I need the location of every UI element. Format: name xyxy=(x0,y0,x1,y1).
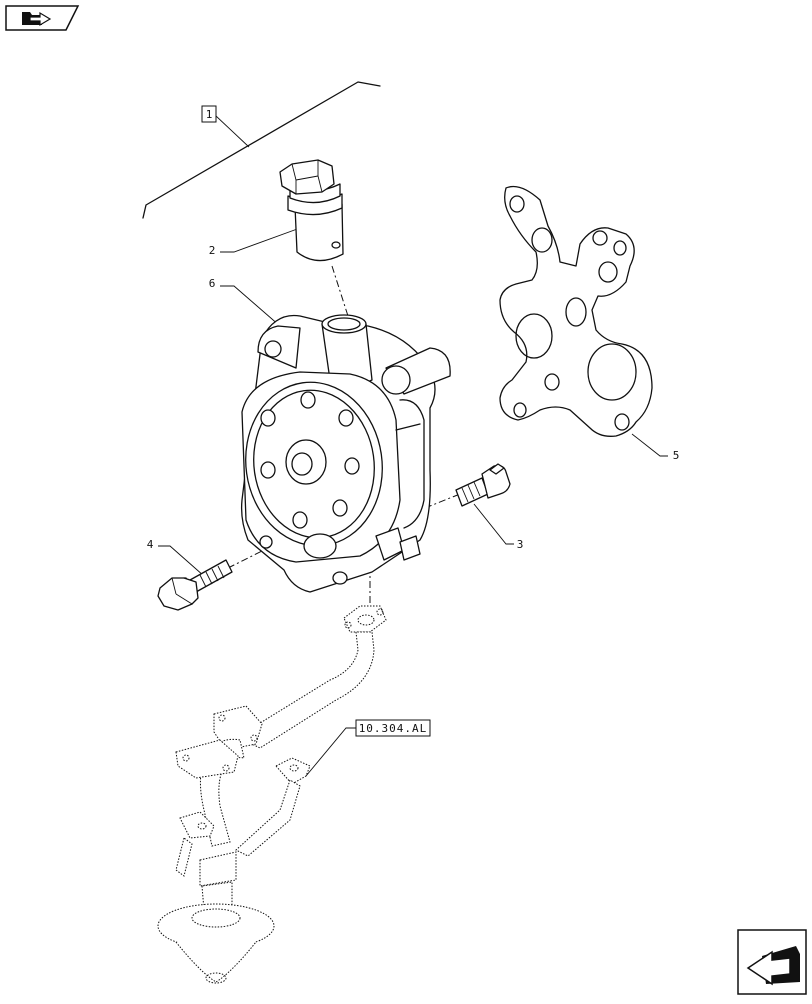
rear-bolt-part: 3 xyxy=(455,463,524,551)
next-page-button[interactable] xyxy=(737,929,807,995)
previous-page-button[interactable] xyxy=(5,5,80,31)
suction-pipe-reference xyxy=(157,605,387,984)
front-bolt-part: 4 xyxy=(147,538,233,611)
callout-2: 2 xyxy=(209,244,216,257)
plug-part: 2 xyxy=(209,159,344,262)
reference-link[interactable]: 10.304.AL xyxy=(305,719,431,777)
callout-4: 4 xyxy=(147,538,154,551)
reference-label: 10.304.AL xyxy=(359,722,428,735)
callout-6: 6 xyxy=(209,277,216,290)
callout-3: 3 xyxy=(517,538,524,551)
arrow-left-folder-icon xyxy=(746,946,800,986)
assembly-bracket: 1 xyxy=(142,81,381,219)
callout-5: 5 xyxy=(673,449,680,462)
pump-part: 6 xyxy=(209,277,451,593)
callout-1: 1 xyxy=(206,108,213,121)
gasket-part: 5 xyxy=(499,185,680,462)
arrow-right-folder-icon xyxy=(22,11,52,27)
